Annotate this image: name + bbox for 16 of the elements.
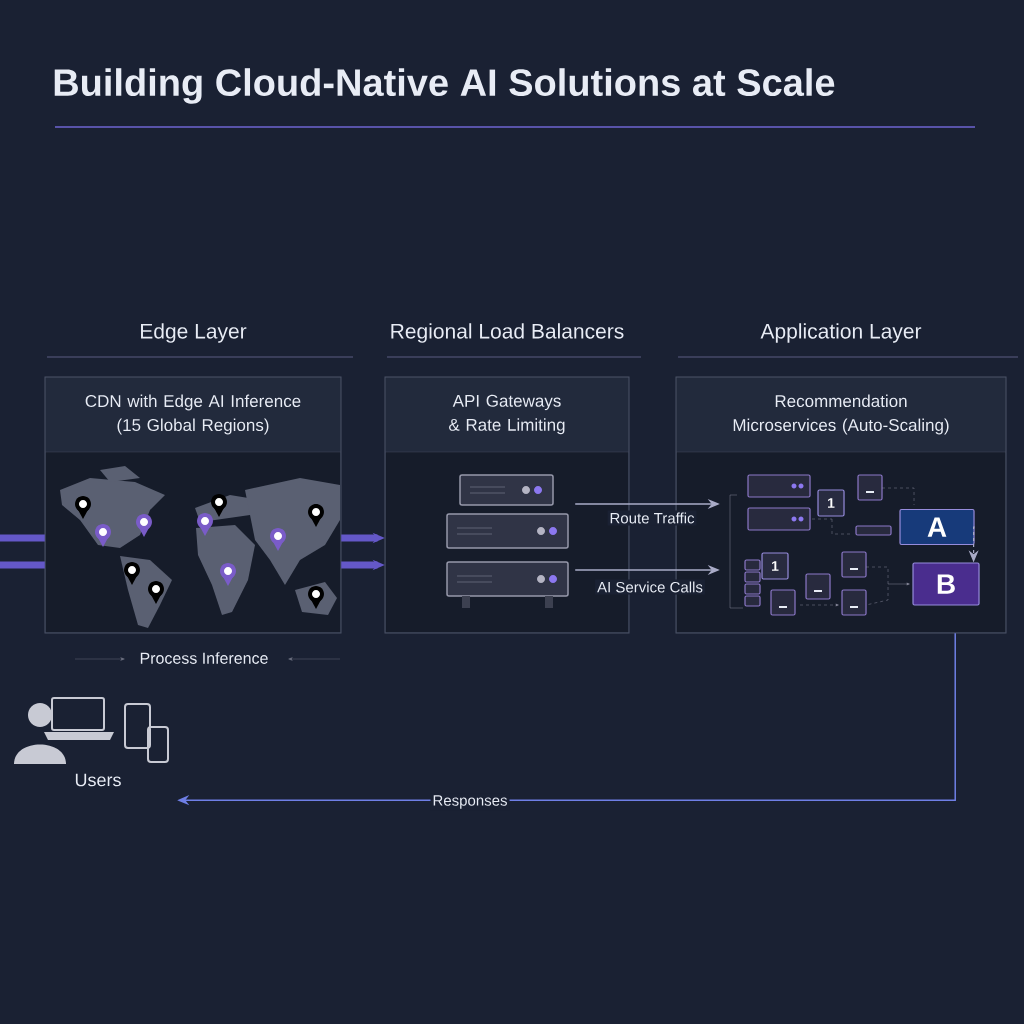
flow-note: Process Inference <box>140 652 268 664</box>
edge-label: AI Service Calls <box>595 579 705 595</box>
panel-title: API Gateways & Rate Limiting <box>449 394 565 435</box>
service-box: 1 <box>761 552 789 580</box>
title: Building Cloud-Native AI Solutions at Scale <box>54 68 835 104</box>
service-box: A <box>899 508 975 546</box>
node-label: Users <box>75 773 121 787</box>
service-box: B <box>912 562 980 606</box>
panel-title: CDN with Edge AI Inference (15 Global Regions) <box>85 394 301 435</box>
edge-label: Responses <box>430 793 510 811</box>
layer-heading: Application Layer <box>760 323 922 343</box>
layer-heading: Edge Layer <box>141 323 247 343</box>
layer-heading: Regional Load Balancers <box>391 323 624 343</box>
panel-title: Recommendation Microservices (Auto-Scaling) <box>733 394 949 435</box>
service-box: 1 <box>817 489 845 517</box>
edge-label: Route Traffic <box>607 510 697 526</box>
